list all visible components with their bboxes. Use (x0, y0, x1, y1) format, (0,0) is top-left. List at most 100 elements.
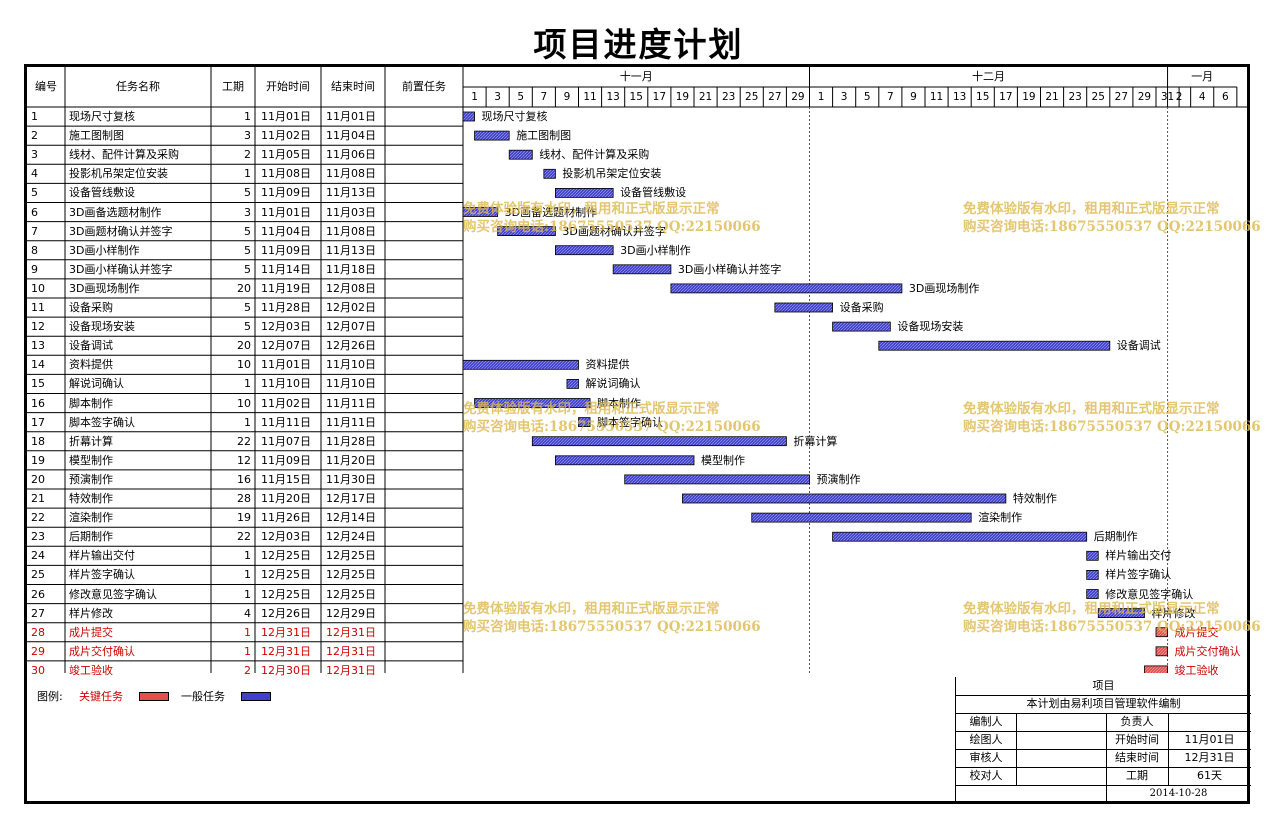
task-duration: 5 (244, 186, 251, 200)
task-id: 16 (31, 396, 45, 410)
day-label: 13 (952, 91, 967, 103)
bar-label: 现场尺寸复核 (481, 110, 548, 123)
info-duration-label: 工期 (1126, 769, 1148, 782)
task-duration: 5 (244, 262, 251, 276)
bar-label: 设备现场安装 (897, 320, 964, 334)
task-end: 12月31日 (326, 625, 376, 639)
task-bar (624, 474, 810, 485)
header-end: 结束时间 (331, 80, 375, 93)
info-owner: 负责人 (1120, 715, 1154, 728)
task-name: 施工图制图 (69, 129, 124, 143)
bar-label: 线材、配件计算及采购 (539, 148, 650, 162)
task-name: 模型制作 (69, 453, 113, 467)
task-duration: 16 (237, 472, 251, 486)
info-editor: 编制人 (969, 715, 1003, 728)
task-end: 11月11日 (326, 396, 376, 410)
task-name: 预演制作 (69, 472, 113, 486)
task-name: 3D画备选题材制作 (69, 205, 162, 219)
bar-label: 特效制作 (1012, 492, 1057, 505)
day-label: 29 (791, 91, 805, 103)
header-start: 开始时间 (266, 80, 310, 93)
bar-label: 设备采购 (839, 301, 884, 314)
task-start: 11月11日 (261, 415, 311, 429)
task-end: 12月07日 (326, 320, 376, 334)
day-label: 25 (1091, 91, 1105, 103)
bar-label: 渲染制作 (978, 511, 1023, 525)
bar-label: 脚本签字确认 (597, 415, 664, 429)
task-start: 11月19日 (261, 281, 311, 295)
task-id: 12 (31, 320, 45, 334)
day-label: 11 (929, 91, 944, 103)
task-duration: 12 (237, 453, 251, 467)
task-start: 11月09日 (261, 453, 311, 467)
info-box: 项目 本计划由易利项目管理软件编制 编制人 负责人 绘图人 开始时间 11月01… (955, 677, 1251, 804)
task-duration: 5 (244, 224, 251, 238)
task-bar (1086, 589, 1099, 599)
task-name: 样片修改 (69, 606, 113, 620)
task-name: 线材、配件计算及采购 (69, 148, 179, 162)
bar-label: 修改意见签字确认 (1105, 587, 1194, 601)
task-bar (462, 359, 579, 370)
task-name: 3D画题材确认并签字 (69, 224, 173, 238)
bar-label: 3D画小样确认并签字 (677, 262, 782, 276)
critical-task-bar (1144, 665, 1168, 673)
bar-label: 3D画备选题材制作 (504, 205, 598, 219)
task-start: 12月25日 (261, 587, 311, 601)
task-name: 设备现场安装 (69, 320, 135, 334)
task-bar (1086, 569, 1099, 580)
task-start: 12月07日 (261, 339, 311, 353)
task-id: 6 (31, 205, 38, 219)
task-duration: 1 (244, 587, 251, 601)
day-label: 9 (910, 91, 917, 103)
task-end: 12月14日 (326, 511, 376, 525)
task-bar (555, 245, 614, 256)
task-start: 12月31日 (261, 644, 311, 658)
day-label: 3 (494, 91, 501, 103)
task-end: 11月10日 (326, 358, 376, 372)
task-duration: 22 (237, 530, 251, 544)
day-label: 3 (840, 91, 848, 103)
task-duration: 1 (244, 549, 251, 563)
page-title: 项目进度计划 (533, 25, 744, 64)
task-bar (1086, 550, 1099, 561)
task-start: 11月07日 (261, 434, 311, 448)
bar-label: 预演制作 (816, 472, 861, 486)
day-label: 1 (817, 91, 825, 103)
info-end-value: 12月31日 (1184, 751, 1235, 764)
task-end: 12月31日 (326, 663, 376, 677)
day-label: 15 (976, 91, 990, 103)
info-drawer: 绘图人 (969, 733, 1003, 746)
info-checker: 校对人 (969, 769, 1003, 782)
task-end: 11月28日 (326, 434, 376, 448)
bar-label: 样片签字确认 (1105, 568, 1172, 582)
day-label: 19 (1022, 91, 1036, 103)
task-name: 修改意见签字确认 (69, 587, 157, 601)
task-end: 11月03日 (326, 205, 376, 219)
task-name: 3D画小样制作 (69, 243, 140, 257)
watermark-line2: 购买咨询电话:18675550537 QQ:22150066 (463, 619, 761, 635)
bar-label: 施工图制图 (516, 129, 572, 143)
task-duration: 10 (237, 396, 251, 410)
task-id: 28 (31, 625, 45, 639)
day-label: 5 (517, 91, 525, 103)
task-name: 投影机吊架定位安装 (69, 167, 168, 181)
task-duration: 20 (237, 339, 251, 353)
watermark-line2: 购买咨询电话:18675550537 QQ:22150066 (963, 419, 1261, 435)
bar-label: 模型制作 (701, 453, 745, 467)
task-name: 设备采购 (69, 301, 113, 314)
task-end: 11月10日 (326, 377, 376, 391)
task-start: 12月31日 (261, 625, 311, 639)
task-name: 设备管线敷设 (69, 186, 135, 200)
task-name: 样片输出交付 (69, 549, 135, 563)
task-end: 11月13日 (326, 243, 376, 257)
task-bar (751, 512, 972, 523)
bar-label: 3D画小样制作 (620, 243, 691, 257)
task-id: 24 (31, 549, 45, 563)
day-label: 21 (1045, 91, 1059, 103)
task-duration: 1 (244, 568, 251, 582)
task-id: 9 (31, 262, 38, 276)
task-bar (462, 111, 475, 122)
bar-label: 设备管线敷设 (620, 186, 687, 200)
task-id: 7 (31, 224, 38, 238)
task-start: 11月14日 (261, 262, 311, 276)
